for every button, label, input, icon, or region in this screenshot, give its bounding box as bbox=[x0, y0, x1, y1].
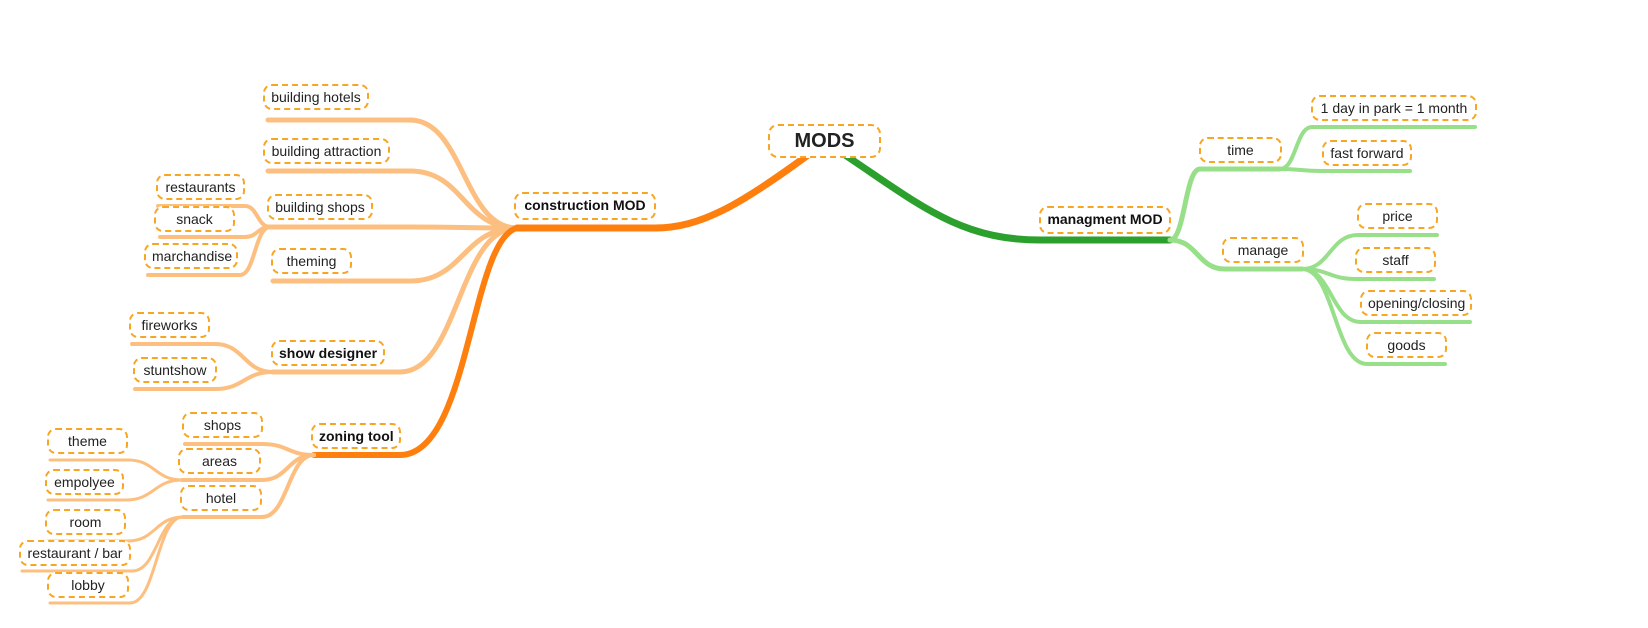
node-time[interactable]: time bbox=[1199, 137, 1282, 163]
node-snack[interactable]: snack bbox=[154, 206, 235, 232]
branch-zoning-tool bbox=[311, 225, 520, 458]
node-managment-mod[interactable]: managment MOD bbox=[1039, 206, 1171, 234]
node-lobby[interactable]: lobby bbox=[47, 572, 129, 598]
branch-building-attraction bbox=[265, 168, 520, 231]
branch-lobby bbox=[48, 515, 185, 605]
node-shops[interactable]: shops bbox=[182, 412, 263, 438]
node-manage[interactable]: manage bbox=[1222, 237, 1304, 263]
node-building-attraction[interactable]: building attraction bbox=[263, 138, 390, 164]
node-building-shops[interactable]: building shops bbox=[267, 194, 373, 220]
root-node-mods[interactable]: MODS bbox=[768, 124, 881, 158]
node-goods[interactable]: goods bbox=[1366, 332, 1447, 358]
node-theme[interactable]: theme bbox=[47, 428, 128, 454]
node-empolyee[interactable]: empolyee bbox=[45, 469, 124, 495]
node-fast-forward[interactable]: fast forward bbox=[1322, 140, 1412, 166]
node-theming[interactable]: theming bbox=[271, 248, 352, 274]
node-hotel[interactable]: hotel bbox=[180, 485, 262, 511]
branch-root-construction bbox=[513, 151, 812, 232]
branch-stuntshow bbox=[133, 370, 275, 391]
branch-manage bbox=[1167, 237, 1305, 272]
node-marchandise[interactable]: marchandise bbox=[144, 243, 238, 269]
node-day-in-park[interactable]: 1 day in park = 1 month bbox=[1311, 95, 1477, 121]
node-fireworks[interactable]: fireworks bbox=[129, 312, 210, 338]
node-stuntshow[interactable]: stuntshow bbox=[133, 357, 217, 383]
node-room[interactable]: room bbox=[45, 509, 126, 535]
branch-root-management bbox=[841, 151, 1174, 244]
node-opening-closing[interactable]: opening/closing bbox=[1360, 290, 1472, 316]
branch-empolyee bbox=[46, 478, 184, 502]
node-show-designer[interactable]: show designer bbox=[271, 340, 385, 366]
mindmap-edges bbox=[20, 117, 1477, 605]
branch-marchandise bbox=[146, 225, 272, 277]
node-restaurant-bar[interactable]: restaurant / bar bbox=[19, 540, 131, 566]
branch-building-shops bbox=[265, 224, 520, 231]
node-areas[interactable]: areas bbox=[178, 448, 261, 474]
node-zoning-tool[interactable]: zoning tool bbox=[311, 423, 401, 449]
branch-show-designer bbox=[270, 225, 520, 375]
branch-hotel bbox=[181, 453, 316, 519]
branch-time bbox=[1167, 166, 1283, 243]
node-building-hotels[interactable]: building hotels bbox=[263, 84, 369, 110]
branch-goods bbox=[1300, 267, 1447, 366]
node-construction-mod[interactable]: construction MOD bbox=[514, 192, 656, 220]
node-restaurants[interactable]: restaurants bbox=[156, 174, 245, 200]
node-price[interactable]: price bbox=[1357, 203, 1438, 229]
node-staff[interactable]: staff bbox=[1355, 247, 1436, 273]
branch-fast-forward bbox=[1278, 167, 1412, 173]
